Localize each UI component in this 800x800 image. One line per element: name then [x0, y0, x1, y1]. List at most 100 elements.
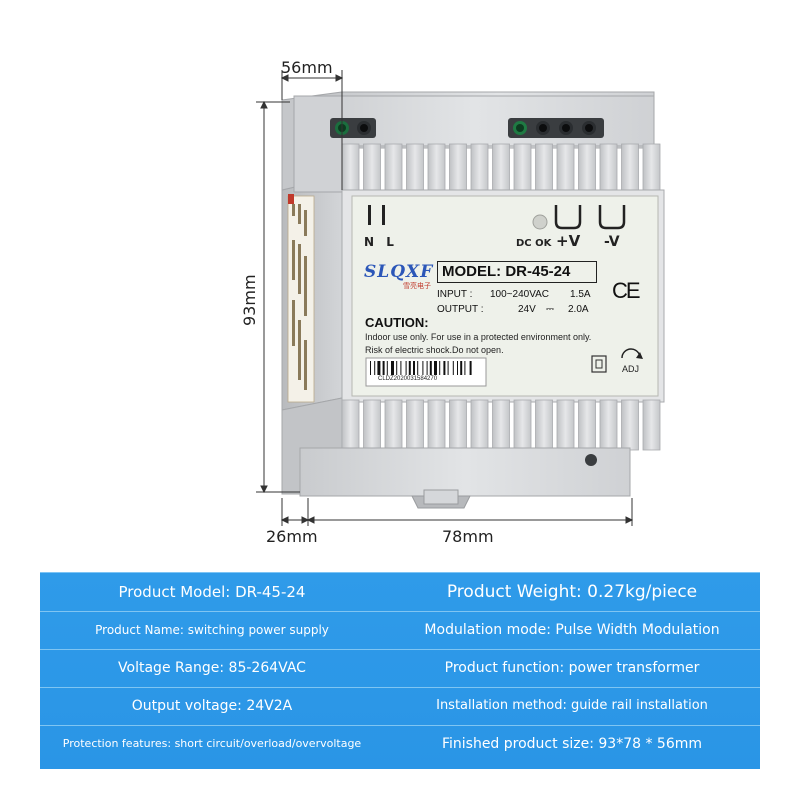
output-label: OUTPUT :: [437, 304, 484, 315]
barcode-number: CLDZ2020031584270: [378, 376, 438, 382]
front-top: [293, 91, 655, 193]
cooling-fin: [363, 399, 381, 451]
spec-right: Product function: power transformer: [444, 660, 700, 676]
cooling-fin: [384, 399, 403, 451]
cooling-fin: [341, 399, 360, 451]
terminal-screws-left: [330, 118, 376, 138]
spec-table: Product Model: DR-45-24 Product Weight: …: [40, 572, 760, 769]
spec-row: Product Model: DR-45-24 Product Weight: …: [40, 573, 760, 612]
barcode-bar: [464, 361, 466, 375]
depth-dimension: 56mm: [281, 58, 333, 77]
cooling-fin: [427, 143, 446, 193]
front-bottom: [299, 447, 631, 509]
width-dimension: 78mm: [442, 527, 494, 546]
cooling-fin: [470, 143, 489, 193]
spec-left: Product Model: DR-45-24: [118, 583, 306, 601]
spec-left: Protection features: short circuit/overl…: [62, 737, 362, 750]
cooling-fin: [578, 399, 596, 451]
cooling-fin: [599, 399, 618, 451]
cooling-fin: [449, 143, 467, 193]
caution-title: CAUTION:: [365, 315, 429, 330]
spec-right: Finished product size: 93*78 * 56mm: [441, 736, 703, 752]
barcode-bar: [377, 361, 381, 375]
adj-label: ADJ: [622, 364, 640, 374]
barcode-bar: [434, 361, 437, 375]
cooling-fin: [427, 399, 446, 451]
barcode-bar: [382, 361, 385, 375]
barcode-bar: [443, 361, 446, 375]
cooling-fin: [341, 143, 360, 193]
spec-row: Protection features: short circuit/overl…: [40, 725, 760, 763]
barcode-bar: [386, 361, 388, 375]
cooling-fin: [492, 143, 510, 193]
barcode-bar: [413, 361, 415, 375]
spec-row: Product Name: switching power supply Mod…: [40, 611, 760, 650]
cooling-fins-upper: [341, 143, 661, 193]
dc-symbol: ⎓: [546, 304, 554, 315]
cooling-fin: [406, 143, 424, 193]
height-dimension: 93mm: [240, 274, 259, 326]
barcode-bar: [447, 361, 449, 375]
barcode-bar: [457, 361, 458, 375]
side-panel: [281, 91, 343, 495]
spec-left: Output voltage: 24V2A: [131, 698, 293, 714]
model-label: MODEL: DR-45-24: [437, 261, 597, 283]
cooling-fin: [535, 399, 553, 451]
barcode-bar: [370, 361, 371, 375]
barcode-bar: [405, 361, 407, 375]
cooling-fin: [513, 399, 532, 451]
caution-line-2: Risk of electric shock.Do not open.: [365, 345, 504, 355]
barcode-bar: [429, 361, 432, 375]
spec-row: Output voltage: 24V2A Installation metho…: [40, 687, 760, 726]
cooling-fin: [363, 143, 381, 193]
terminal-screws-right: [508, 118, 604, 138]
cooling-fins-lower: [341, 399, 661, 451]
cooling-fin: [470, 399, 489, 451]
spec-left: Voltage Range: 85-264VAC: [118, 660, 306, 676]
caution-line-1: Indoor use only. For use in a protected …: [365, 332, 592, 342]
dimension-lines: [256, 70, 634, 526]
cooling-fin: [642, 399, 661, 451]
barcode-bar: [374, 361, 376, 375]
power-supply-illustration: [256, 70, 665, 526]
barcode-bar: [408, 361, 411, 375]
brand-logo: SLQXF: [364, 262, 434, 282]
cooling-fin: [621, 399, 639, 451]
cooling-fin: [578, 143, 596, 193]
input-current: 1.5A: [570, 289, 591, 300]
cooling-fin: [556, 399, 575, 451]
output-value: 24V: [518, 304, 536, 315]
barcode-bar: [439, 361, 441, 375]
barcode-bar: [426, 361, 428, 375]
brand-subtitle: 雪亮电子: [403, 282, 431, 290]
rail-dimension: 26mm: [266, 527, 318, 546]
plus-v-label: +V: [556, 232, 581, 250]
spec-right: Installation method: guide rail installa…: [436, 698, 708, 713]
barcode-bar: [452, 361, 454, 375]
cooling-fin: [535, 143, 553, 193]
cooling-fin: [599, 143, 618, 193]
minus-v-label: -V: [604, 234, 620, 250]
cooling-fin: [556, 143, 575, 193]
spec-right: Product Weight: 0.27kg/piece: [446, 582, 698, 602]
barcode-bar: [417, 361, 419, 375]
cooling-fin: [513, 143, 532, 193]
product-image: 56mm 93mm 26mm 78mm N L DC OK +V -V SLQX…: [240, 58, 665, 546]
cooling-fin: [621, 143, 639, 193]
terminal-nl-label: N L: [364, 235, 398, 249]
spec-row: Voltage Range: 85-264VAC Product functio…: [40, 649, 760, 688]
barcode-bar: [391, 361, 394, 375]
output-current: 2.0A: [568, 304, 589, 315]
cooling-fin: [642, 143, 661, 193]
device-label: [351, 195, 659, 397]
barcode-bar: [460, 361, 463, 375]
spec-right: Modulation mode: Pulse Width Modulation: [424, 622, 720, 638]
ce-mark: CE: [612, 278, 641, 303]
barcode-bar: [469, 361, 472, 375]
barcode-bar: [400, 361, 402, 375]
barcode-bar: [422, 361, 424, 375]
cooling-fin: [406, 399, 424, 451]
cooling-fin: [384, 143, 403, 193]
dc-ok-label: DC OK: [516, 238, 552, 249]
cooling-fin: [449, 399, 467, 451]
